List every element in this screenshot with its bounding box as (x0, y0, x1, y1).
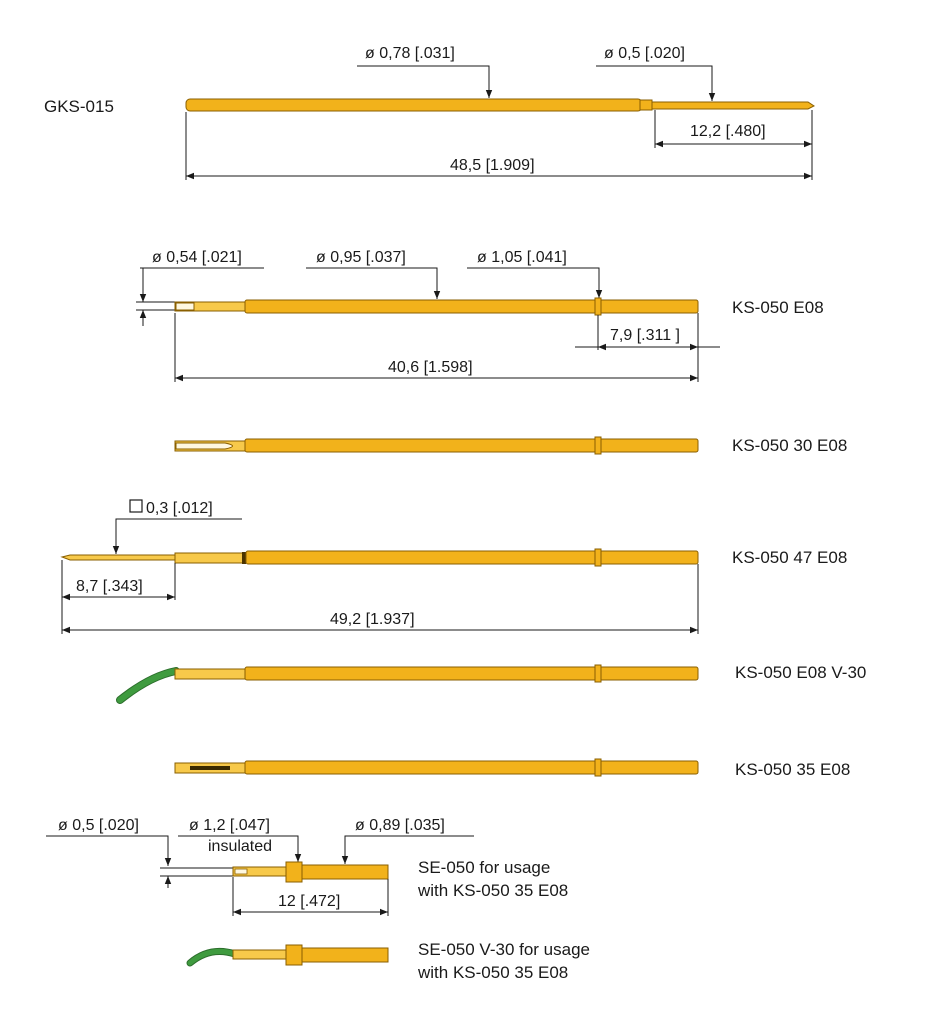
ksv30-ring (594, 664, 602, 683)
ks05035-group: KS-050 35 E08 (174, 758, 850, 779)
ks05047-tip (174, 552, 246, 564)
ks050e08-body (244, 299, 699, 314)
se050v30-body (301, 947, 389, 963)
ks050e08-dia-c-leader (467, 267, 603, 298)
ks05047-needle (60, 554, 176, 561)
gks015-label: GKS-015 (44, 97, 114, 116)
se050-dia-a: ø 0,5 [.020] (58, 817, 139, 834)
gks015-group: GKS-015 ø 0,78 [.031] ø 0,5 [.020] 12,2 … (44, 45, 815, 180)
ks050e08-tip-slot (175, 302, 195, 311)
ks05047-len-total: 49,2 [1.937] (330, 611, 415, 628)
ks050e08-dia-b: ø 0,95 [.037] (316, 249, 406, 266)
ksv30-label: KS-050 E08 V-30 (735, 663, 866, 682)
ks05030-group: KS-050 30 E08 (174, 436, 847, 455)
ks05030-label: KS-050 30 E08 (732, 436, 847, 455)
ksv30-bent-tip (117, 668, 179, 703)
ks05035-body (244, 760, 699, 775)
gks015-ring (639, 99, 653, 111)
se050-dia-b-leader (178, 835, 302, 862)
se050-tip-slot (234, 868, 248, 875)
gks015-dia-b: ø 0,5 [.020] (604, 45, 685, 62)
ks050e08-dia-a: ø 0,54 [.021] (152, 249, 242, 266)
se050-insulation-sleeve (285, 861, 303, 883)
ks050e08-dia-b-leader (306, 267, 441, 299)
ks05047-body (245, 550, 699, 565)
ksv30-group: KS-050 E08 V-30 (116, 663, 866, 704)
ksv30-body (244, 666, 699, 681)
ks05047-square-leader (112, 518, 242, 554)
se050v30-group: SE-050 V-30 for usage with KS-050 35 E08 (186, 940, 590, 982)
gks015-tip (651, 101, 815, 110)
se050v30-bent-tip (187, 949, 238, 966)
se050-dia-a-leader (46, 835, 172, 866)
ks05047-label: KS-050 47 E08 (732, 548, 847, 567)
se050-body (301, 864, 389, 880)
se050-dia-b: ø 1,2 [.047] (189, 817, 270, 834)
ks050e08-len-end: 7,9 [.311 ] (610, 327, 680, 344)
gks015-len-tip: 12,2 [.480] (690, 123, 766, 140)
ks05047-group: 0,3 [.012] KS-050 47 E08 8,7 [.343] 49,2… (60, 499, 847, 634)
ks05030-ring (594, 436, 602, 455)
ks050e08-len-total: 40,6 [1.598] (388, 359, 473, 376)
ks05035-label: KS-050 35 E08 (735, 760, 850, 779)
ks050e08-label: KS-050 E08 (732, 298, 824, 317)
se050-label-line2: with KS-050 35 E08 (417, 881, 568, 900)
gks015-body (185, 98, 643, 112)
ks050e08-dia-c: ø 1,05 [.041] (477, 249, 567, 266)
ks05035-ring (594, 758, 602, 777)
se050v30-label-line1: SE-050 V-30 for usage (418, 940, 590, 959)
ks05047-square: 0,3 [.012] (146, 500, 213, 517)
ks05035-tip-slot (190, 766, 230, 770)
se050-dia-c-leader (341, 835, 474, 864)
gks015-dia-b-leader (596, 65, 716, 101)
gks015-len-total: 48,5 [1.909] (450, 157, 535, 174)
gks015-dia-a-leader (357, 65, 493, 98)
se050v30-insulation-sleeve (285, 944, 303, 966)
ks05030-tip-slot (175, 442, 233, 450)
ks050e08-ring (594, 297, 602, 316)
ks05047-len-tip: 8,7 [.343] (76, 578, 143, 595)
ksv30-tip (174, 668, 246, 680)
square-symbol-icon (129, 499, 143, 513)
se050-dia-c: ø 0,89 [.035] (355, 817, 445, 834)
se050-len: 12 [.472] (278, 893, 340, 910)
ks05047-ring (594, 548, 602, 567)
gks015-dia-a: ø 0,78 [.031] (365, 45, 455, 62)
se050-insulated: insulated (208, 838, 272, 855)
se050v30-label-line2: with KS-050 35 E08 (417, 963, 568, 982)
se050-group: ø 0,5 [.020] ø 1,2 [.047] ø 0,89 [.035] … (46, 817, 568, 916)
ks050e08-group: ø 0,54 [.021] ø 0,95 [.037] ø 1,05 [.041… (136, 249, 824, 382)
ks05030-body (244, 438, 699, 453)
se050v30-tip (232, 949, 289, 960)
ks05047-collar (242, 552, 246, 564)
se050-label-line1: SE-050 for usage (418, 858, 550, 877)
